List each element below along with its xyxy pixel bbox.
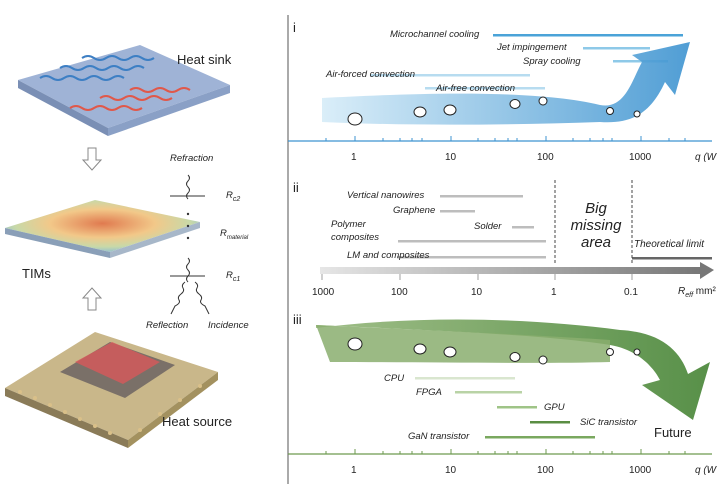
tims-label: TIMs xyxy=(22,266,51,281)
spray-cooling-label: Spray cooling xyxy=(523,56,581,67)
panel-ii-bars xyxy=(397,195,712,260)
sic-transistor-label: SiC transistor xyxy=(580,417,638,428)
refraction-label: Refraction xyxy=(170,153,214,164)
down-arrow-icon xyxy=(81,147,103,171)
q-tick-bottom-10: 10 xyxy=(445,465,457,476)
q-axis-bottom xyxy=(288,449,712,455)
solder-label: Solder xyxy=(474,221,502,232)
q-tick-bottom-1000: 1000 xyxy=(629,465,652,476)
schematic-dots xyxy=(186,212,190,240)
panel-i-roman: i xyxy=(293,20,296,35)
incidence-label: Incidence xyxy=(208,320,249,331)
jet-impingement-label: Jet impingement xyxy=(497,42,567,53)
q-tick-top-1000: 1000 xyxy=(629,152,652,163)
polymer-label: Polymer xyxy=(331,219,366,230)
heat-sink-label: Heat sink xyxy=(177,52,232,67)
rc1-label: Rc1 xyxy=(226,270,241,283)
left-illustration xyxy=(5,45,230,448)
blue-trend-arrow xyxy=(322,42,690,125)
future-label: Future xyxy=(654,425,692,440)
panel-iii-roman: iii xyxy=(293,312,302,327)
reflection-label: Reflection xyxy=(146,320,189,331)
rmaterial-label: Rmaterial xyxy=(220,228,249,241)
r-tick-1: 1 xyxy=(551,287,557,298)
q-tick-top-100: 100 xyxy=(537,152,554,163)
vertical-nanowires-label: Vertical nanowires xyxy=(347,190,425,201)
q-tick-bottom-1: 1 xyxy=(351,465,357,476)
q-tick-top-10: 10 xyxy=(445,152,457,163)
panel-i-markers xyxy=(347,96,641,126)
resistance-schematic xyxy=(170,174,210,315)
panel-i-bars xyxy=(370,34,683,90)
q-axis-top xyxy=(288,136,712,142)
graphene-label: Graphene xyxy=(393,205,436,216)
q-tick-bottom-100: 100 xyxy=(537,465,554,476)
panel-iii-markers xyxy=(347,337,641,365)
r-tick-10: 10 xyxy=(471,287,483,298)
air-forced-label: Air-forced convection xyxy=(326,69,416,80)
lm-composites-label: LM and composites xyxy=(347,250,430,261)
q-tick-top-1: 1 xyxy=(351,152,357,163)
q-axis-top-label: q (W xyxy=(695,152,717,163)
q-axis-bottom-label: q (W xyxy=(695,465,717,476)
heat-sink-plate xyxy=(18,45,230,136)
panel-iii-bars xyxy=(415,377,595,439)
up-arrow-icon xyxy=(81,287,103,311)
green-trend-arrow xyxy=(316,319,710,420)
heat-source-label: Heat source xyxy=(162,414,233,429)
tim-plate xyxy=(5,200,200,258)
panel-ii-roman: ii xyxy=(293,180,299,195)
gpu-label: GPU xyxy=(544,402,565,413)
r-axis xyxy=(320,262,714,280)
composites-label: composites xyxy=(331,232,380,243)
air-free-label: Air-free convection xyxy=(436,83,516,94)
cpu-label: CPU xyxy=(384,373,405,384)
green-trend-body xyxy=(316,325,610,363)
gan-transistor-label: GaN transistor xyxy=(408,431,470,442)
r-tick-1000: 1000 xyxy=(312,287,335,298)
big-missing-area: Big missing area xyxy=(570,200,622,251)
r-tick-0.1: 0.1 xyxy=(624,287,638,298)
microchannel-label: Microchannel cooling xyxy=(390,29,480,40)
r-tick-100: 100 xyxy=(391,287,408,298)
rc2-label: Rc2 xyxy=(226,190,241,203)
r-axis-label: Reff mm² xyxy=(678,286,716,299)
theoretical-limit-label: Theoretical limit xyxy=(634,239,705,250)
fpga-label: FPGA xyxy=(416,387,442,398)
heat-source-chip xyxy=(5,332,218,448)
right-chart xyxy=(287,15,714,484)
